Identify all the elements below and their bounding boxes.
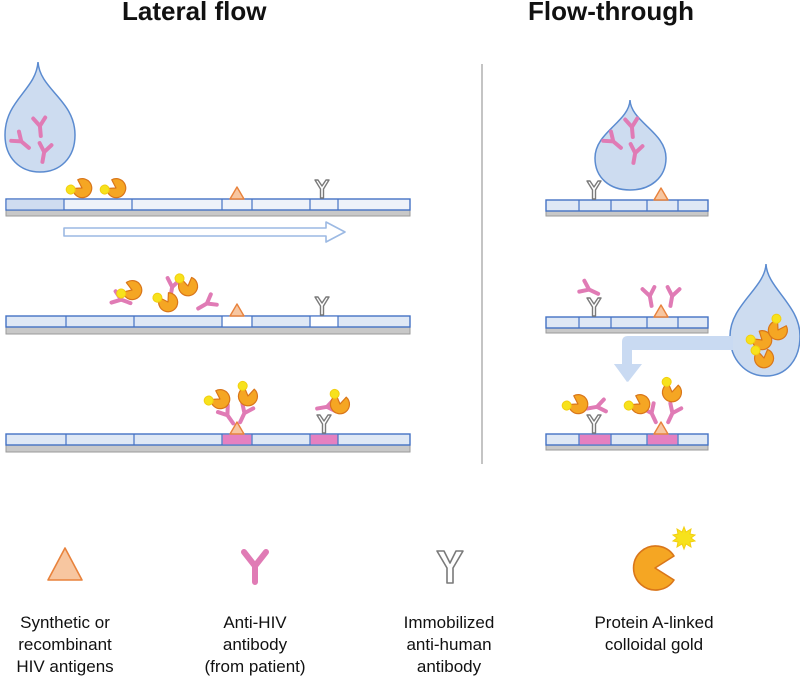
flow-through-strip-2 (545, 316, 709, 334)
antigen-triangle-icon (47, 547, 83, 581)
anti-hiv-antibody-icon (241, 549, 269, 585)
anti-human-antibody-icon (436, 550, 464, 584)
capture-antibody (314, 296, 330, 316)
title-flow-through: Flow-through (528, 0, 695, 26)
bound-complex-control-line (314, 388, 353, 434)
antigen-marker (229, 186, 245, 200)
sample-drop (4, 61, 76, 173)
flow-through-strip-1 (545, 199, 709, 217)
title-lateral-flow: Lateral flow (122, 0, 267, 26)
antigen-marker (653, 304, 669, 318)
patient-antibody (662, 285, 682, 309)
antigen-marker (229, 303, 245, 317)
lateral-strip-3 (5, 433, 411, 453)
capture-antibody (586, 180, 602, 200)
capture-antibody (314, 179, 330, 199)
lateral-strip-2 (5, 315, 411, 335)
antigen-marker (653, 187, 669, 201)
ft-bound-test (621, 376, 685, 435)
ft-bound-control (559, 388, 608, 434)
patient-antibody (640, 285, 660, 309)
sample-drop-flow-through (594, 99, 667, 191)
gold-conjugate-drop (729, 263, 800, 377)
patient-antibody (577, 278, 603, 302)
flow-arrow-icon (63, 221, 346, 243)
antibody-gold-complexes (109, 270, 219, 317)
protein-a-gold-icon (632, 525, 697, 591)
flow-through-strip-3 (545, 433, 709, 451)
capture-antibody (586, 297, 602, 317)
bound-complex-test-line (201, 380, 261, 435)
lateral-strip-1 (5, 198, 411, 217)
